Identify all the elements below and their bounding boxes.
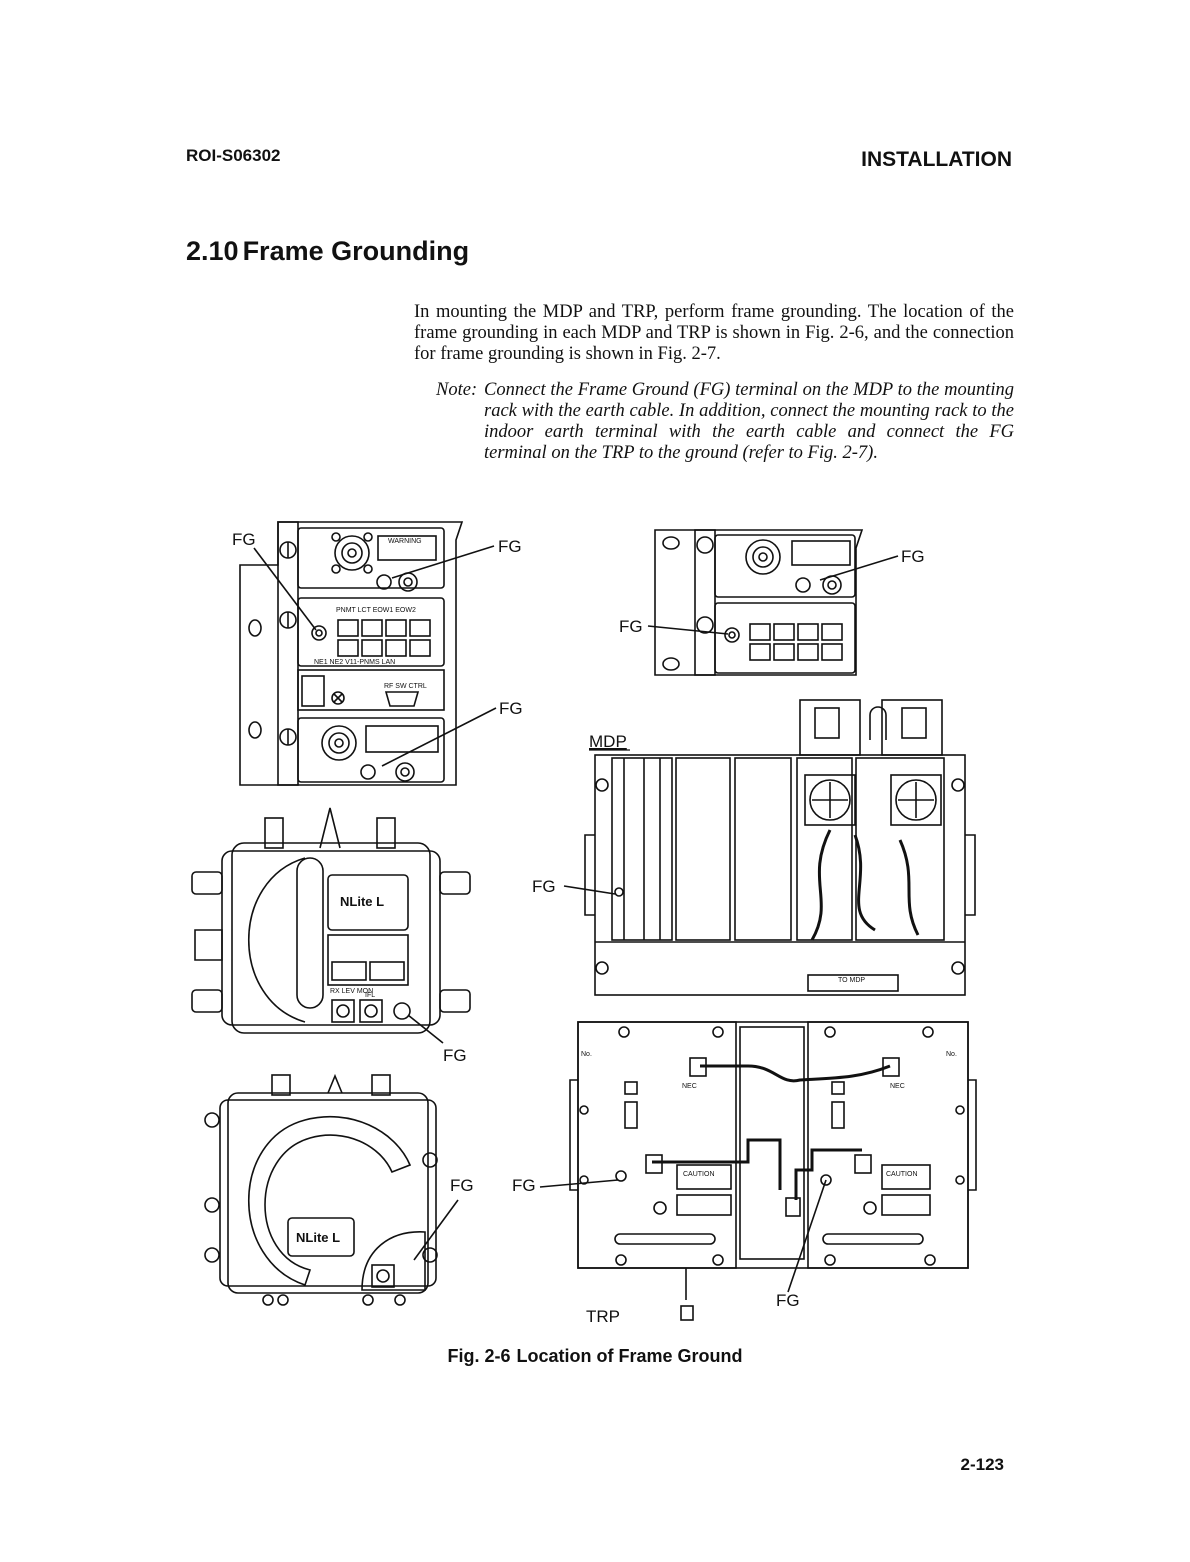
mdp-label: MDP: [589, 732, 627, 751]
section-header: INSTALLATION: [861, 148, 1012, 171]
mdp-front-panel-right: [647, 529, 899, 676]
to-mdp-label: TO MDP: [838, 977, 865, 984]
odu-front-view: NLite L RX LEV MON IFL: [191, 807, 471, 1044]
note-label: Note:: [436, 380, 478, 400]
ifl-label: IFL: [365, 992, 375, 999]
page-number: 2-123: [960, 1455, 1004, 1474]
section-number: 2.10: [186, 236, 239, 266]
fg-label-1: FG: [232, 530, 256, 549]
trp-label: TRP: [586, 1307, 620, 1326]
trp-unit: NEC NEC No. No. CAUTION CAUTION: [539, 1021, 977, 1321]
mdp-chassis: TO MDP: [563, 699, 976, 996]
fg-label-7: FG: [443, 1046, 467, 1065]
fg-label-6: FG: [532, 877, 556, 896]
note-text: Connect the Frame Ground (FG) terminal o…: [484, 380, 1014, 463]
nlite-logo-2: NLite L: [296, 1230, 340, 1245]
odu-rear-view: NLite L: [204, 1073, 459, 1306]
rx-lev-label: RX LEV MON: [330, 988, 373, 995]
figure-number: Fig. 2-6: [447, 1346, 511, 1366]
nec-label-2: NEC: [890, 1083, 905, 1090]
fg-labels: FG FG FG FG FG FG FG FG FG FG MDP TRP: [232, 530, 925, 1326]
no-label-2: No.: [946, 1051, 957, 1058]
ports-bottom-label: NE1 NE2 V11-PNMS LAN: [314, 659, 395, 666]
fg-label-3: FG: [499, 699, 523, 718]
warning-label: WARNING: [388, 538, 422, 545]
note-block: Note: Connect the Frame Ground (FG) term…: [436, 380, 1014, 464]
caution-label-1: CAUTION: [683, 1171, 715, 1178]
fg-label-9: FG: [512, 1176, 536, 1195]
caution-label-2: CAUTION: [886, 1171, 918, 1178]
ports-top-label: PNMT LCT EOW1 EOW2: [336, 607, 416, 614]
fg-label-8: FG: [450, 1176, 474, 1195]
rf-sw-label: RF SW CTRL: [384, 683, 427, 690]
fg-label-5: FG: [619, 617, 643, 636]
section-title-text: Frame Grounding: [242, 236, 470, 266]
nec-label-1: NEC: [682, 1083, 697, 1090]
mdp-front-panel-left: PNMT LCT EOW1 EOW2 NE1 NE2 V11-PNMS LAN …: [239, 521, 497, 786]
nlite-logo-1: NLite L: [340, 894, 384, 909]
fg-label-2: FG: [498, 537, 522, 556]
figure-title: Location of Frame Ground: [516, 1346, 743, 1366]
body-paragraph: In mounting the MDP and TRP, perform fra…: [414, 302, 1014, 364]
document-id: ROI-S06302: [186, 146, 281, 165]
fg-label-10: FG: [776, 1291, 800, 1310]
fg-label-4: FG: [901, 547, 925, 566]
no-label-1: No.: [581, 1051, 592, 1058]
